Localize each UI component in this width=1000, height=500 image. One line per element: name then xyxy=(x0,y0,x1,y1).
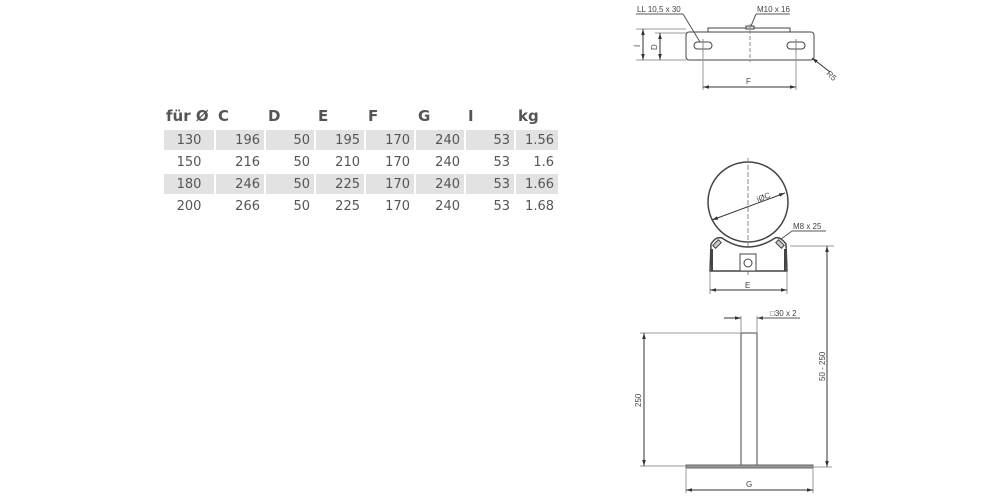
cell: 240 xyxy=(416,130,464,150)
cell: 53 xyxy=(493,154,510,170)
cell: 196 xyxy=(216,130,264,150)
cell: 240 xyxy=(416,174,464,194)
table-row: 200 266 50 225 170 240 53 1.68 xyxy=(164,196,558,216)
tube-label: □30 x 2 xyxy=(770,309,797,318)
cell: 53 xyxy=(466,130,514,150)
cell: 150 xyxy=(176,154,202,170)
cell: 1.6 xyxy=(533,154,554,170)
radius-label: R5 xyxy=(825,69,839,83)
top-view-drawing xyxy=(636,13,831,90)
col-header-kg: kg xyxy=(518,107,539,125)
cell: 180 xyxy=(164,174,214,194)
cell: 50 xyxy=(266,130,314,150)
col-header-g: G xyxy=(418,107,431,125)
cell: 50 xyxy=(266,174,314,194)
col-header-diameter: für Ø xyxy=(166,107,209,125)
stand-height-label: 250 xyxy=(634,393,643,407)
cell: 225 xyxy=(335,198,360,214)
stand-view-drawing xyxy=(640,316,832,493)
cell: 50 xyxy=(293,154,310,170)
table-header-row: für Ø C D E F G I kg xyxy=(164,106,558,128)
cell: 130 xyxy=(164,130,214,150)
cell: 1.56 xyxy=(516,130,558,150)
cell: 1.66 xyxy=(516,174,558,194)
cell: 216 xyxy=(235,154,260,170)
height-range-label: 50 - 250 xyxy=(818,351,827,381)
cell: 170 xyxy=(385,154,410,170)
table-row: 180 246 50 225 170 240 53 1.66 xyxy=(164,174,558,194)
cell: 170 xyxy=(385,198,410,214)
diameter-label: iØC xyxy=(756,191,772,204)
slot-label: LL 10,5 x 30 xyxy=(637,5,681,14)
dim-g-label: G xyxy=(746,480,752,489)
table-row: 130 196 50 195 170 240 53 1.56 xyxy=(164,130,558,150)
cell: 240 xyxy=(435,198,460,214)
col-header-i: I xyxy=(468,107,474,125)
dimension-table: für Ø C D E F G I kg 130 196 50 195 170 … xyxy=(162,104,560,218)
col-header-f: F xyxy=(368,107,379,125)
cell: 246 xyxy=(216,174,264,194)
cell: 225 xyxy=(316,174,364,194)
dim-i-label: I xyxy=(633,45,642,47)
cell: 266 xyxy=(235,198,260,214)
front-view-drawing xyxy=(707,158,834,467)
cell: 210 xyxy=(335,154,360,170)
table-row: 150 216 50 210 170 240 53 1.6 xyxy=(164,152,558,172)
cell: 50 xyxy=(293,198,310,214)
cell: 170 xyxy=(366,174,414,194)
cell: 200 xyxy=(176,198,202,214)
dim-d-label: D xyxy=(650,44,659,50)
cell: 170 xyxy=(366,130,414,150)
cell: 240 xyxy=(435,154,460,170)
screw-label: M8 x 25 xyxy=(793,222,822,231)
cell: 53 xyxy=(493,198,510,214)
cell: 1.68 xyxy=(525,198,554,214)
dim-f-label: F xyxy=(746,77,751,86)
col-header-c: C xyxy=(218,107,230,125)
cell: 195 xyxy=(316,130,364,150)
col-header-e: E xyxy=(318,107,329,125)
cell: 53 xyxy=(466,174,514,194)
col-header-d: D xyxy=(268,107,281,125)
dim-e-label: E xyxy=(745,281,750,290)
bolt-label: M10 x 16 xyxy=(757,5,790,14)
